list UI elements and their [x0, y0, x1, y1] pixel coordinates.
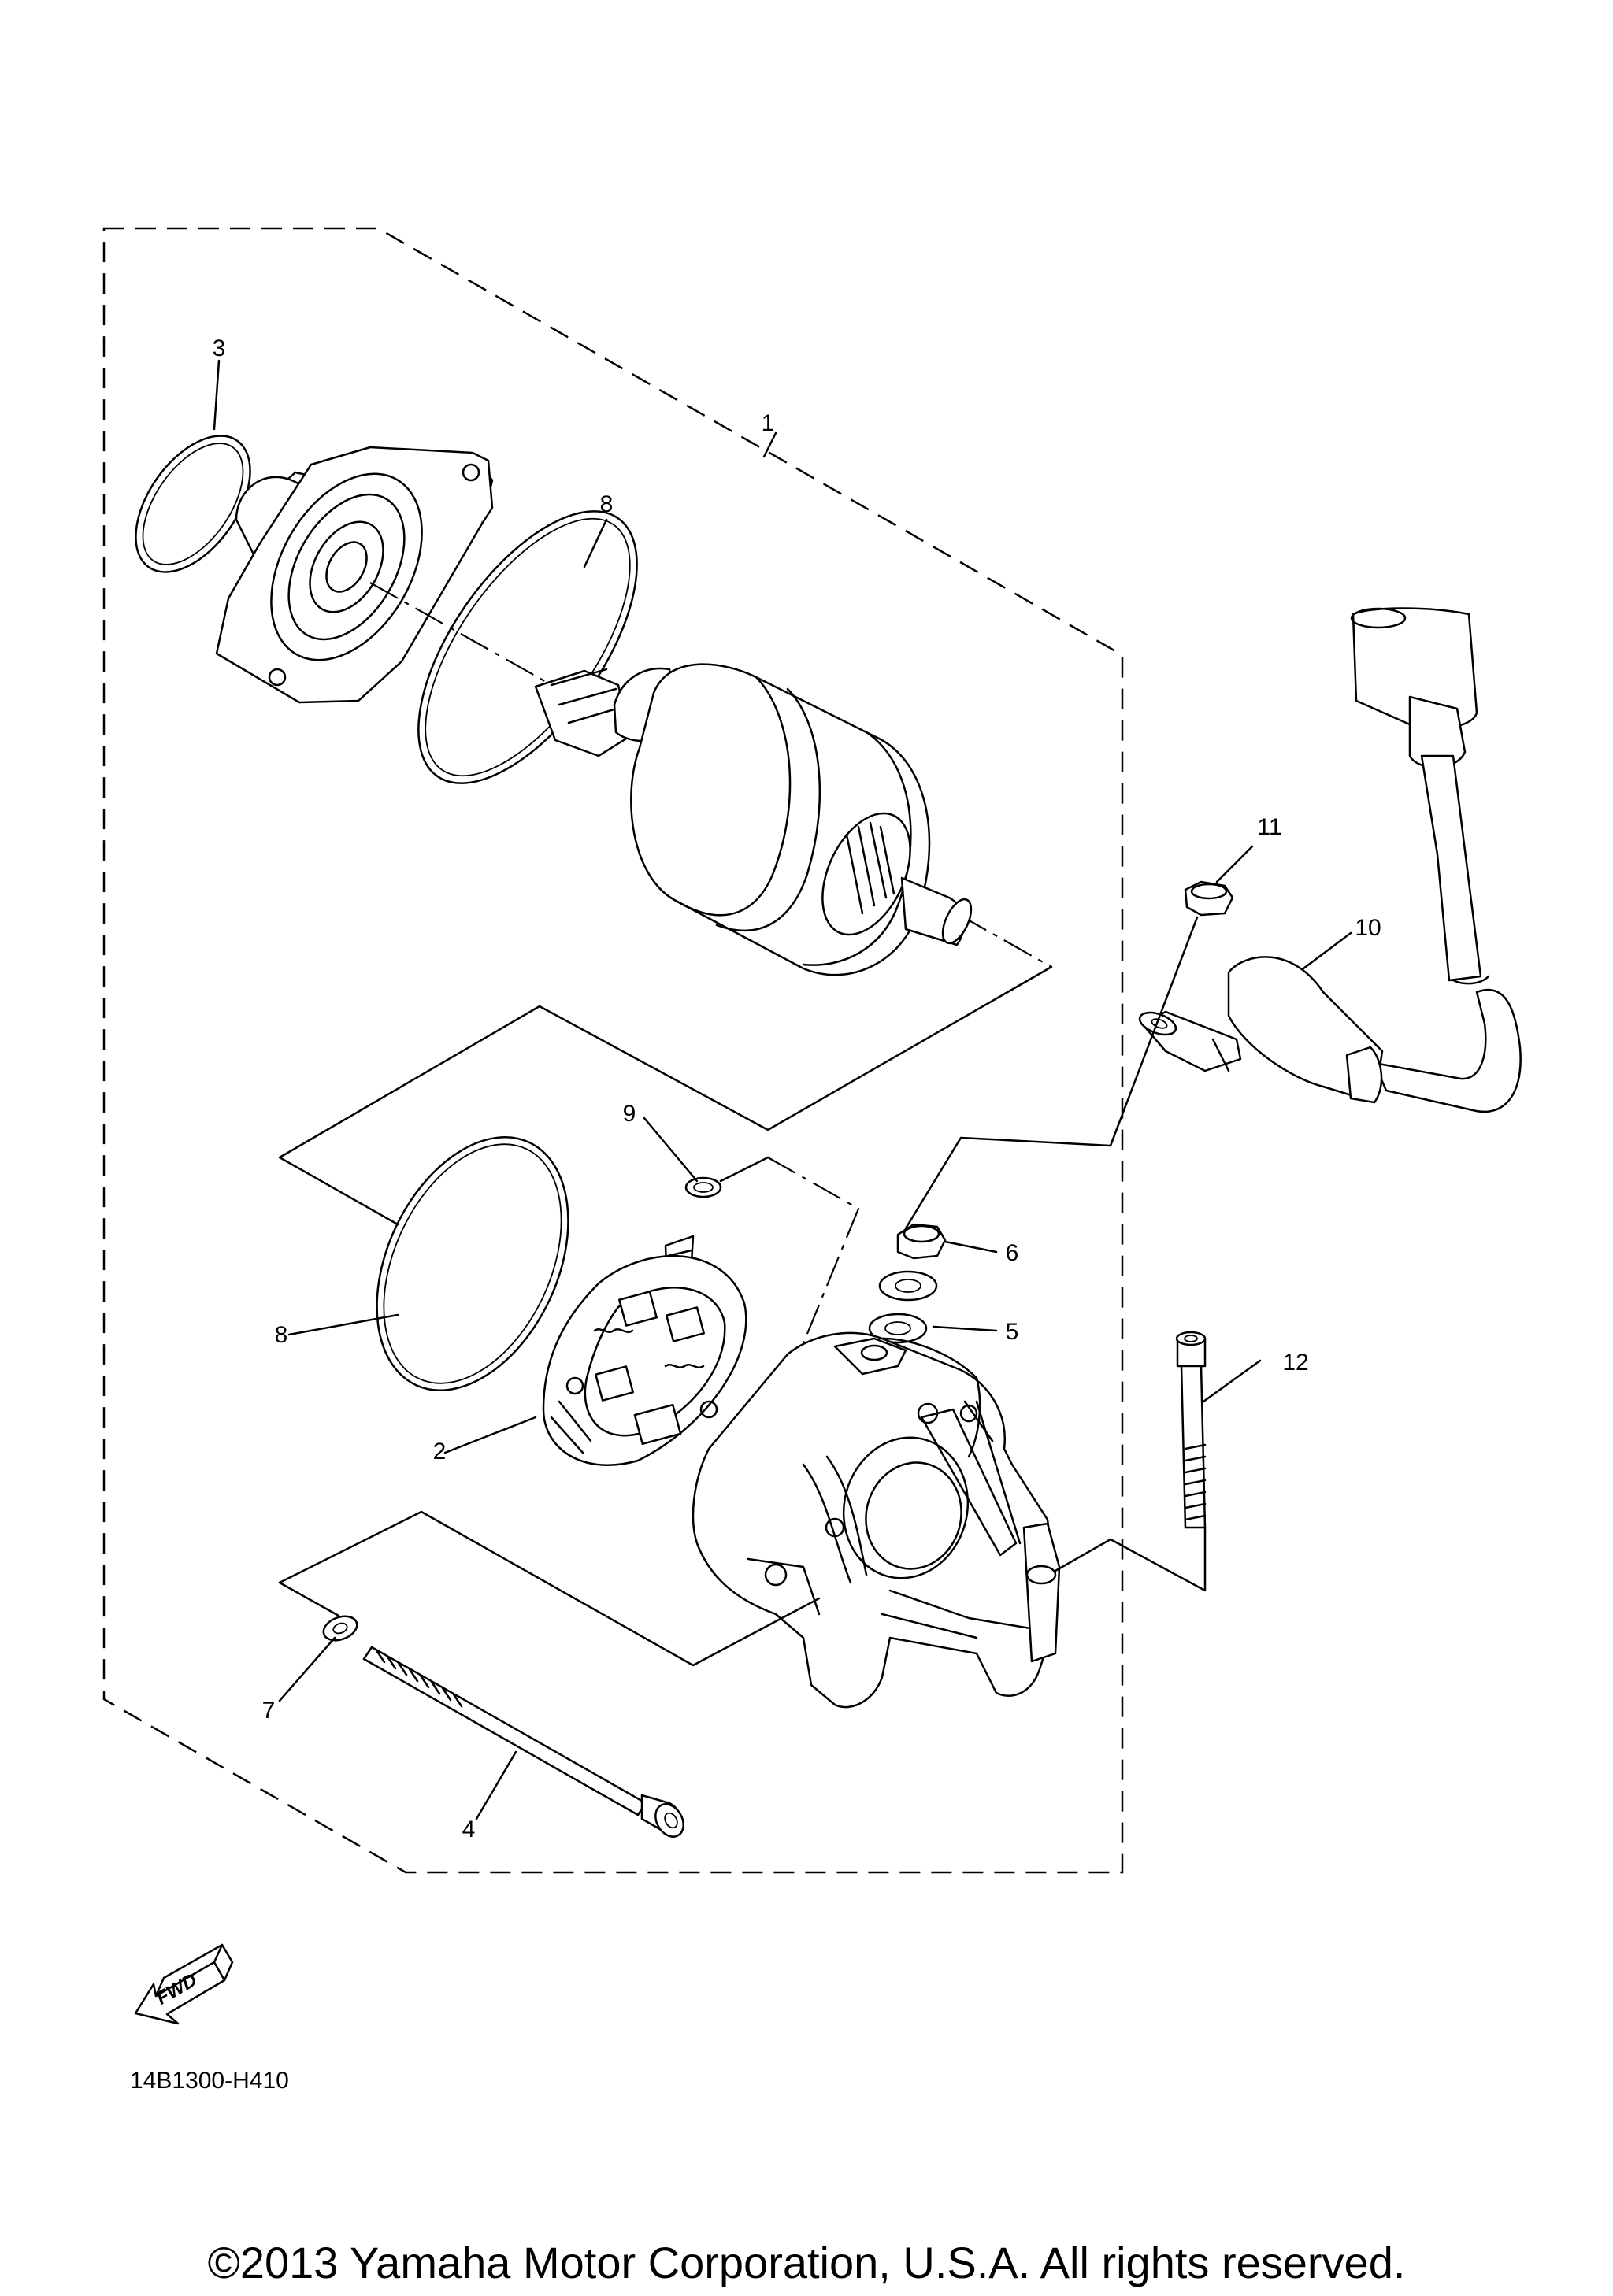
callout-9: 9 [623, 1101, 636, 1127]
part-8-o-ring-lower [376, 1136, 569, 1391]
part-3-o-ring [135, 435, 251, 573]
connection-line-upper [278, 965, 1053, 1226]
armature-yoke [534, 663, 973, 976]
front-cover [215, 446, 494, 704]
part-10-lead-wire [1138, 607, 1522, 1113]
part-12-mounting-bolt [1175, 1331, 1207, 1529]
callout-8-lower: 8 [275, 1322, 288, 1348]
part-4-through-bolt [362, 1646, 684, 1838]
copyright-notice: ©2013 Yamaha Motor Corporation, U.S.A. A… [208, 2238, 1406, 2287]
callout-1: 1 [762, 410, 775, 436]
callout-10: 10 [1355, 915, 1381, 941]
fwd-arrow-icon: FWD [134, 1943, 234, 2025]
callout-7: 7 [262, 1698, 276, 1724]
part-9-washer [684, 1176, 722, 1198]
callout-6: 6 [1006, 1240, 1019, 1266]
callout-8-upper: 8 [600, 491, 614, 517]
connection-line-9 [719, 1156, 769, 1183]
connection-line-lower [278, 1510, 821, 1667]
callout-12: 12 [1282, 1350, 1308, 1376]
connection-line-11-6 [904, 916, 1199, 1230]
callout-3: 3 [213, 335, 226, 361]
callout-4: 4 [462, 1816, 476, 1842]
part-6-nut [896, 1223, 947, 1260]
connection-line-12 [1054, 1526, 1207, 1592]
rear-housing [692, 1331, 1061, 1709]
callout-11: 11 [1257, 814, 1281, 840]
callout-2: 2 [433, 1439, 447, 1465]
callout-5: 5 [1006, 1319, 1019, 1345]
part-7-washer [322, 1615, 358, 1642]
diagram-code: 14B1300-H410 [130, 2068, 289, 2094]
part-11-nut [1184, 880, 1234, 917]
assembly-boundary [102, 227, 1124, 1874]
callout-leaders [213, 359, 1352, 1820]
part-2-brush-holder [542, 1235, 747, 1466]
part-5-washers [868, 1270, 938, 1344]
